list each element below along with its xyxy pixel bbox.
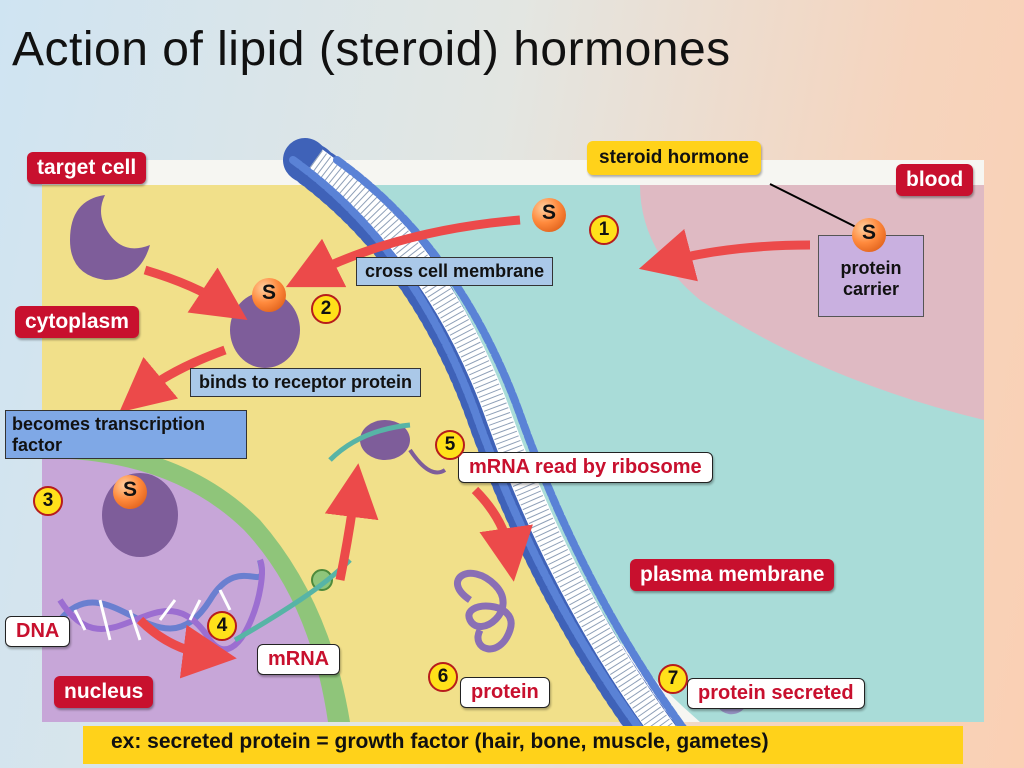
hormone-ball-carrier: S [852,218,886,252]
label-target-cell: target cell [27,152,147,185]
step-7: 7 [658,664,688,694]
protein-carrier-label: protein carrier [840,258,902,299]
arrow-dna-to-mrna [136,616,237,679]
hormone-ball-transcription: S [113,475,147,509]
step-2: 2 [311,294,341,324]
arrow-to-transcription-factor [119,345,227,413]
label-becomes-transcription-factor: becomes transcription factor [5,410,247,460]
hormone-ball-bound: S [252,278,286,312]
empty-receptor-protein [70,195,150,280]
label-binds-receptor: binds to receptor protein [190,368,422,397]
nascent-peptide [408,448,447,475]
label-cross-cell-membrane: cross cell membrane [356,257,554,286]
label-mrna: mRNA [257,644,341,675]
step-5: 5 [435,430,465,460]
label-cytoplasm: cytoplasm [15,306,139,339]
folded-protein [454,569,515,653]
arrow-to-receptor [143,265,248,320]
step-4: 4 [207,611,237,641]
step-3: 3 [33,486,63,516]
step-1: 1 [589,215,619,245]
label-protein: protein [460,677,550,708]
hormone-ball-crossing: S [532,198,566,232]
label-steroid-hormone: steroid hormone [587,141,761,175]
plasma-membrane-tails [307,150,680,748]
footer-example: ex: secreted protein = growth factor (ha… [83,726,963,764]
plasma-membrane-outer-heads-row [333,156,696,744]
label-mrna-read: mRNA read by ribosome [458,452,713,483]
mrna-on-ribosome [328,422,411,462]
label-dna: DNA [5,616,71,647]
arrow-to-protein [471,486,533,582]
label-nucleus: nucleus [54,676,154,709]
ribosome [360,420,410,460]
label-plasma-membrane: plasma membrane [630,559,835,592]
steroid-hormone-pointer [769,183,867,233]
arrow-from-carrier [638,229,811,282]
bound-receptor-protein [230,292,300,368]
step-6: 6 [428,662,458,692]
label-protein-secreted: protein secreted [687,678,865,709]
dna-base-pairs [73,589,232,641]
plasma-membrane-inner-heads [289,156,652,744]
label-blood: blood [896,164,974,197]
page-title: Action of lipid (steroid) hormones [12,23,731,76]
arrow-mrna-to-ribosome [324,463,379,581]
arrow-cross-membrane [285,215,521,288]
